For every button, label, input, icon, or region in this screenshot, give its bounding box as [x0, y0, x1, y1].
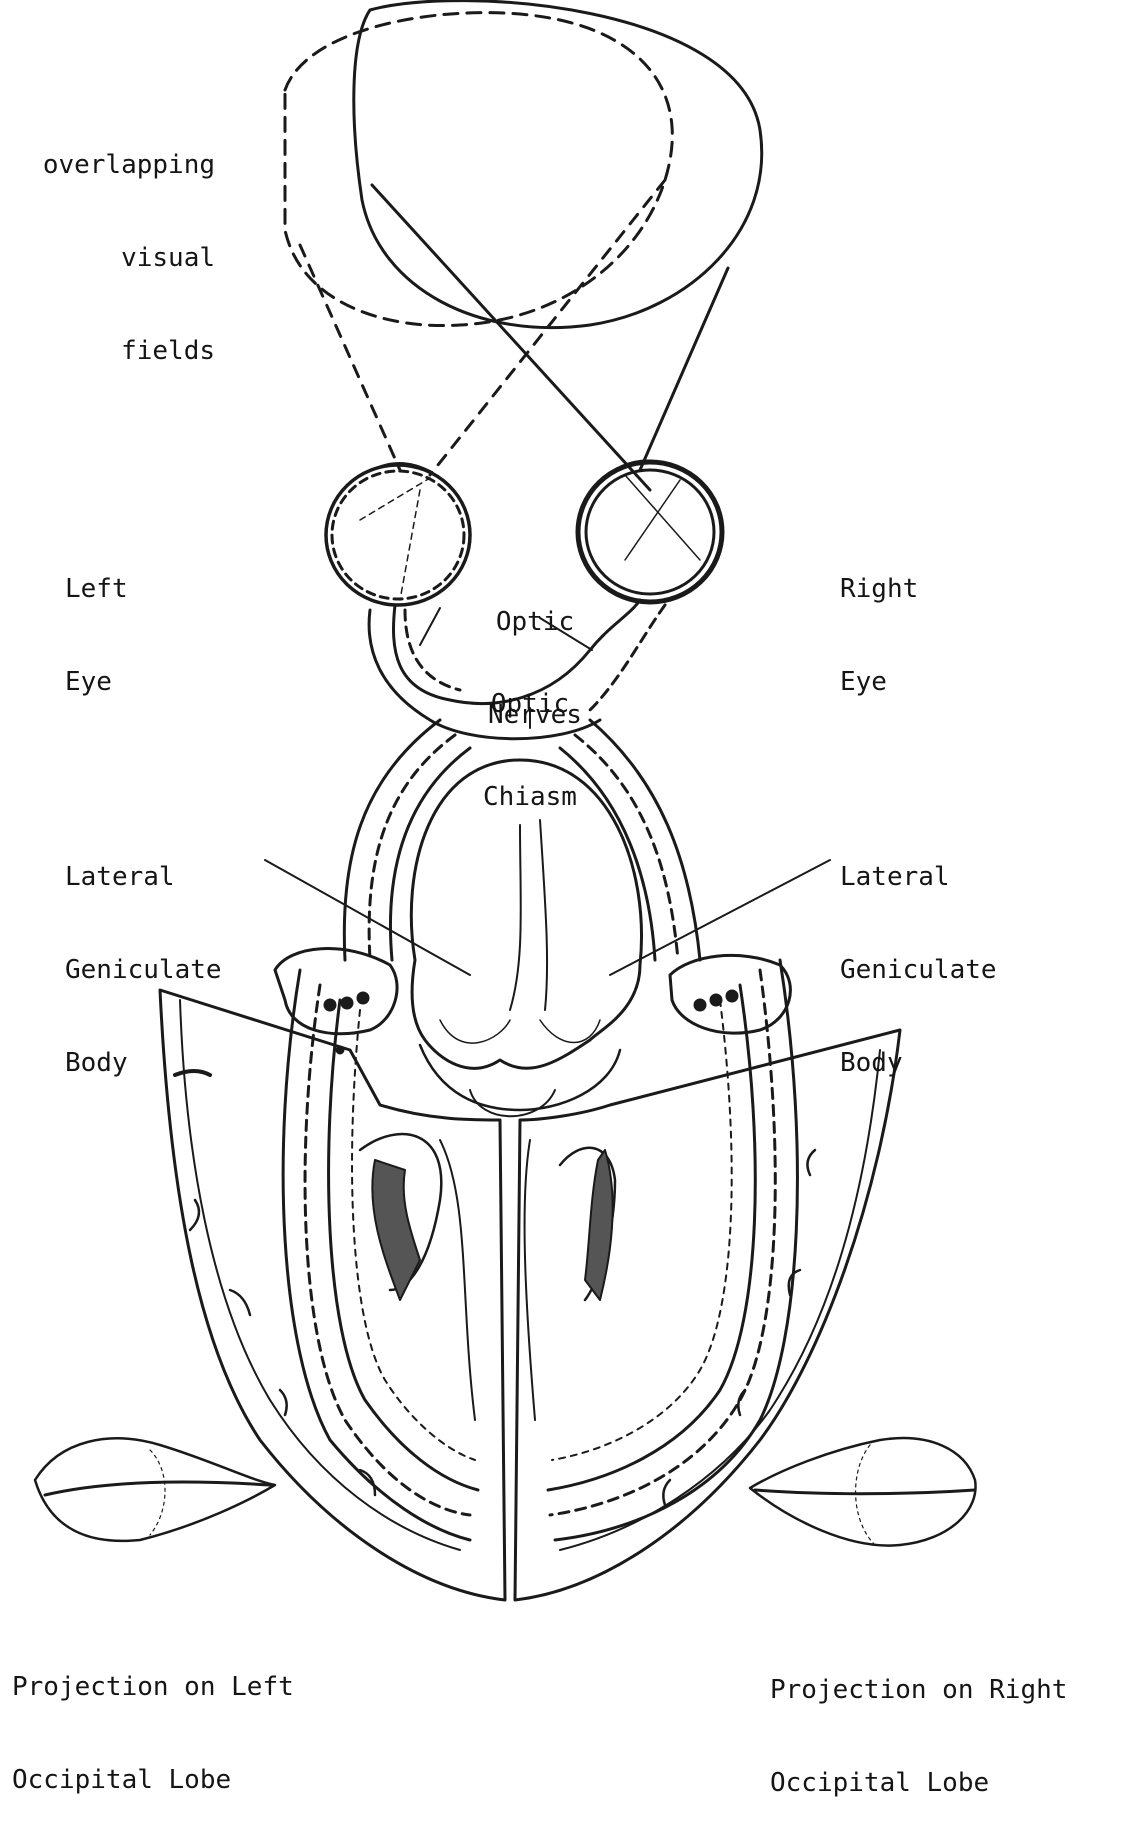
- left-eye-sight-line: [300, 245, 400, 470]
- left-visual-field: [285, 13, 672, 326]
- right-optic-radiation: [548, 960, 797, 1540]
- left-optic-radiation: [283, 970, 478, 1540]
- left-eye-sight-line: [430, 180, 665, 475]
- right-eye: [578, 460, 722, 602]
- left-eye: [326, 463, 470, 605]
- right-occipital-lobe: [515, 1030, 900, 1600]
- right-eye-sight-line: [372, 185, 650, 490]
- left-projection-shape: [35, 1438, 275, 1541]
- lateral-geniculate-body-right-label: Lateral Geniculate Body: [840, 800, 997, 1110]
- projection-left-label: Projection on Left Occipital Lobe: [12, 1610, 294, 1827]
- lateral-geniculate-body-left-label: Lateral Geniculate Body: [65, 800, 222, 1110]
- optic-chiasm-label: Optic Chiasm: [470, 627, 590, 844]
- right-eye-sight-line: [640, 268, 728, 470]
- right-eye-label: Right Eye: [840, 512, 918, 729]
- overlapping-visual-fields-label: overlapping visual fields: [10, 88, 215, 398]
- projection-right-label: Projection on Right Occipital Lobe: [770, 1613, 1067, 1830]
- visual-fields: [285, 1, 762, 490]
- lgb-left-leader-line: [265, 860, 470, 975]
- right-visual-field: [354, 1, 762, 328]
- left-eye-label: Left Eye: [65, 512, 128, 729]
- right-projection-shape: [750, 1438, 976, 1545]
- right-lateral-geniculate-body: [670, 955, 790, 1033]
